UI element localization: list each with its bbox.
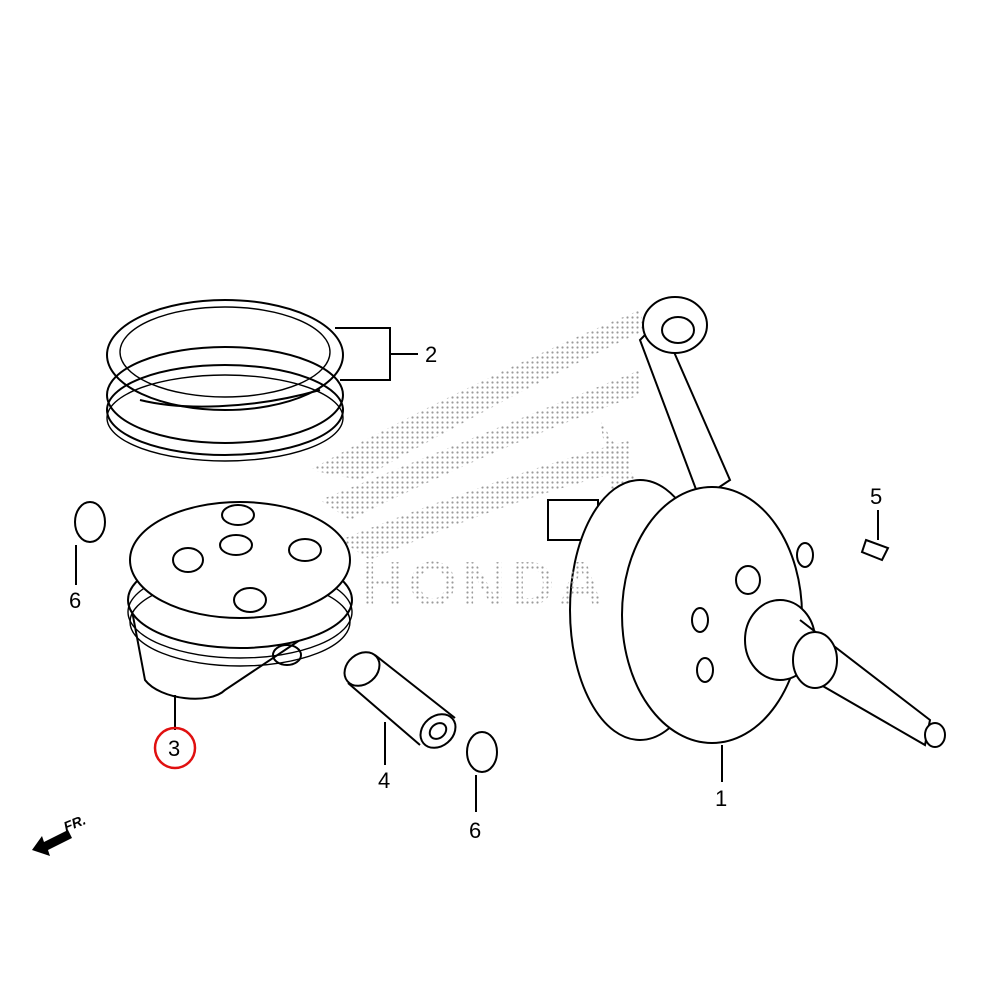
callout-6-right[interactable]: 6	[469, 818, 481, 843]
piston-pin[interactable]	[338, 645, 462, 754]
callout-1[interactable]: 1	[715, 786, 727, 811]
front-arrow-icon	[32, 830, 72, 856]
piston-pin-clip-right[interactable]	[466, 731, 498, 773]
callout-5[interactable]: 5	[870, 484, 882, 509]
callout-3[interactable]: 3	[168, 736, 180, 761]
crankshaft[interactable]	[547, 296, 946, 748]
callout-2[interactable]: 2	[425, 342, 437, 367]
front-direction-indicator: FR.	[32, 811, 88, 856]
callout-4[interactable]: 4	[378, 768, 390, 793]
honda-wing-watermark	[310, 310, 660, 560]
piston-pin-clip-left[interactable]	[74, 501, 106, 543]
callout-6-left[interactable]: 6	[69, 588, 81, 613]
highlight-circle	[153, 726, 197, 770]
piston-rings[interactable]	[106, 299, 344, 462]
woodruff-key[interactable]	[860, 538, 890, 562]
piston[interactable]	[127, 501, 353, 700]
honda-wordmark: HONDA	[360, 550, 607, 619]
leader-lines	[75, 327, 879, 812]
front-label: FR.	[61, 811, 88, 834]
